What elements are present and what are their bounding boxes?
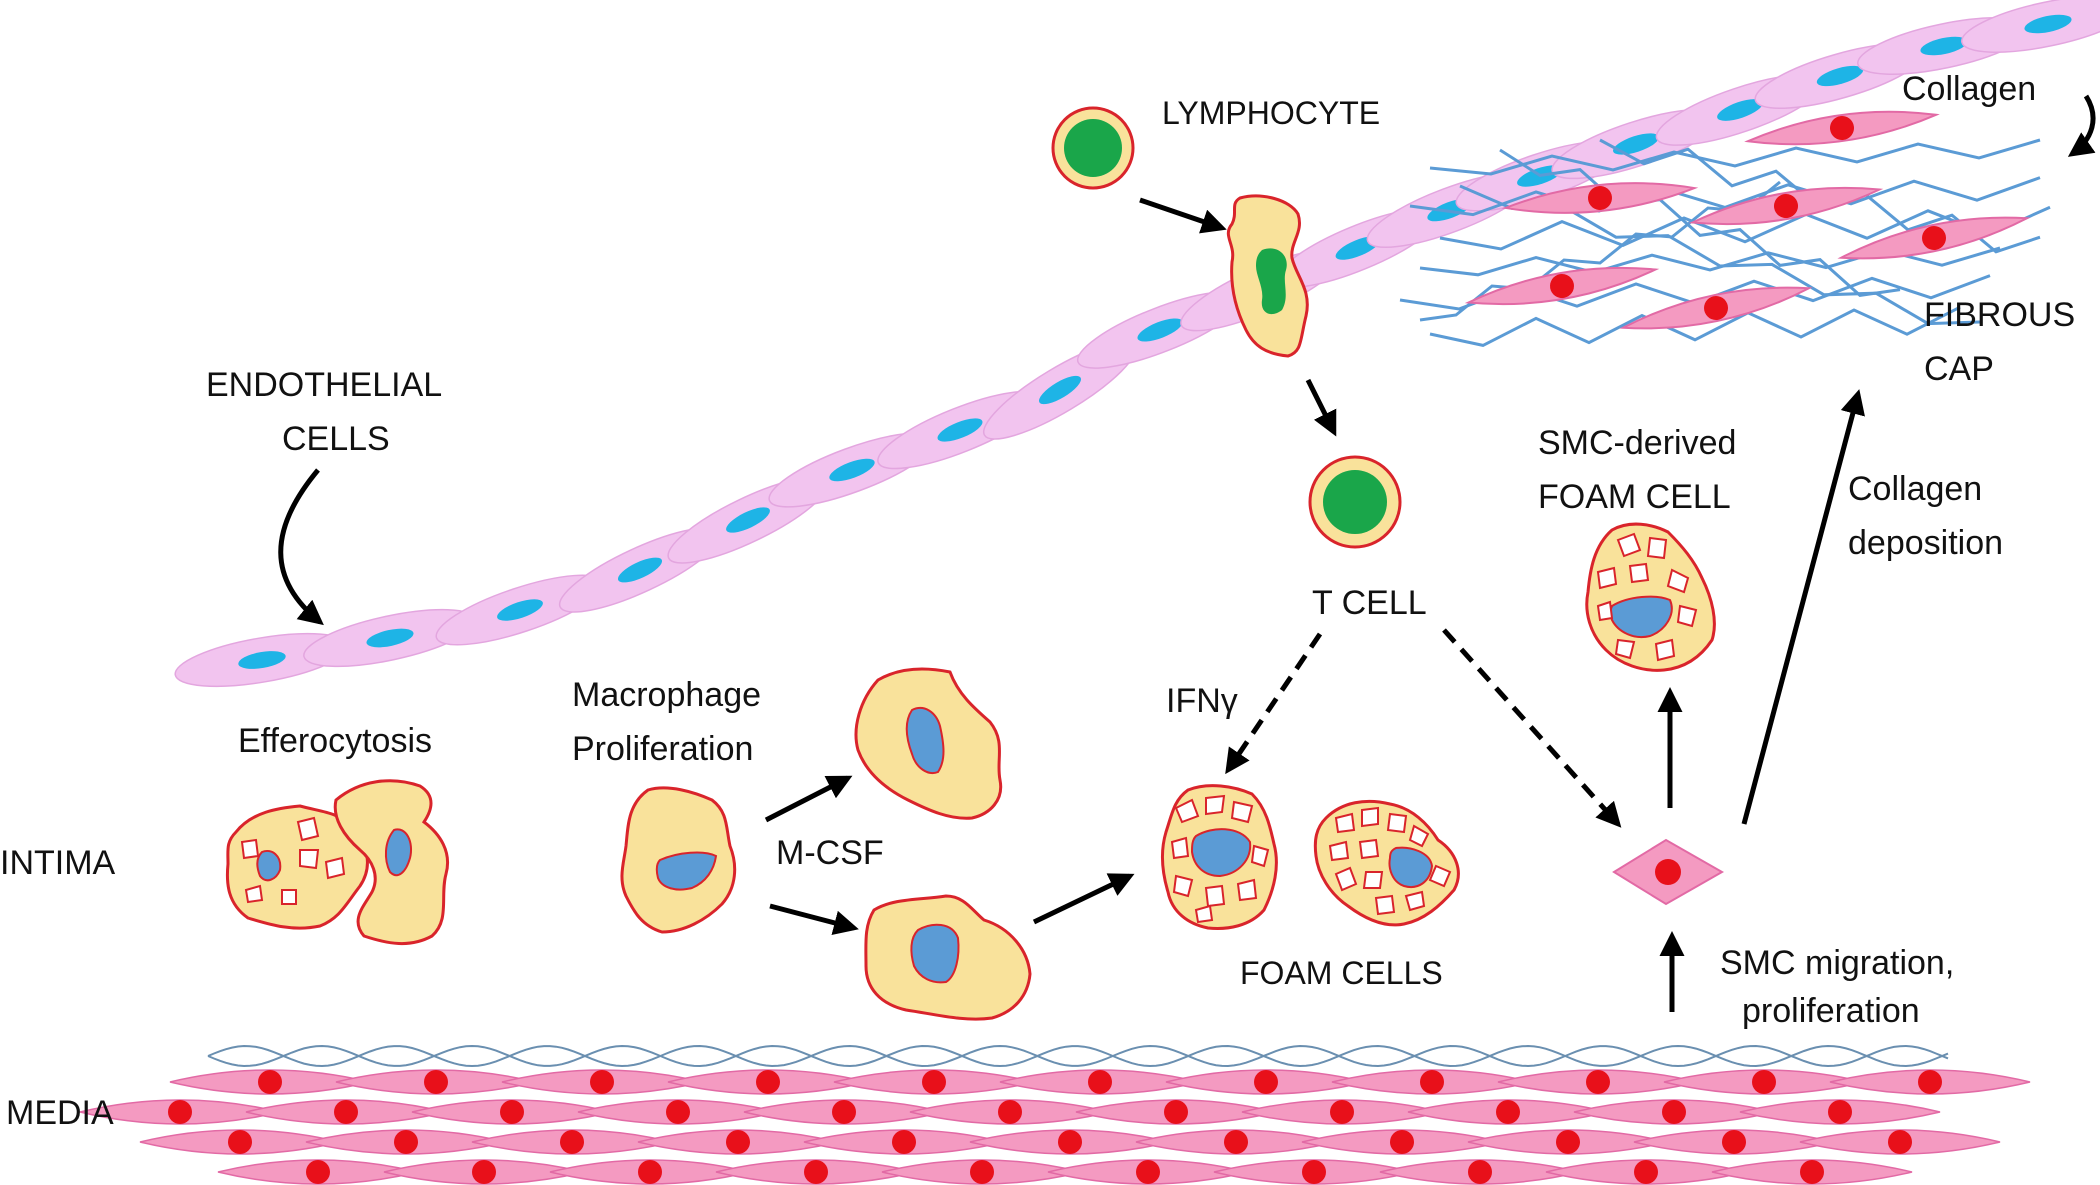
label-macrophage-line2: Proliferation: [572, 730, 753, 768]
label-smc-foam-line1: SMC-derived: [1538, 424, 1736, 462]
endothelial-cell: [1961, 0, 2100, 53]
collagen-fiber: [1409, 176, 2041, 217]
media-smc-cells: [79, 1069, 2031, 1185]
label-fibrous-cap-line2: CAP: [1924, 350, 1994, 388]
smc-cell: [1829, 1069, 2031, 1095]
labels: LYMPHOCYTE Collagen FIBROUS CAP ENDOTHEL…: [0, 70, 2075, 1132]
smc-cell: [833, 1069, 1035, 1095]
efferocytosis-cells: [225, 779, 449, 946]
smc-cell: [1464, 266, 1660, 306]
arrow-collagen-deposition: [1741, 389, 1865, 825]
endothelial-cell: [435, 574, 605, 646]
transmigrating-lymphocyte: [1226, 194, 1309, 358]
label-smc-migration-line2: proliferation: [1742, 992, 1920, 1030]
label-m-csf: M-CSF: [776, 834, 884, 872]
smc-cell: [1799, 1129, 2001, 1155]
smc-cell: [999, 1069, 1201, 1095]
arrow-collagen-curl: [2067, 94, 2096, 157]
smc-cell: [1047, 1159, 1249, 1185]
smc-derived-foam-cell: [1585, 522, 1716, 672]
arrow-mcsf-lower: [769, 903, 859, 936]
smc-cell: [217, 1159, 419, 1185]
label-foam-cells: FOAM CELLS: [1240, 955, 1443, 991]
t-cell: [1308, 455, 1402, 549]
smc-cell: [1501, 182, 1699, 214]
foam-cell-1: [1160, 784, 1278, 930]
arrow-lymphocyte-to-endothelium: [1139, 197, 1227, 234]
cap-smc-cells: [1464, 110, 2031, 330]
smc-cell: [1407, 1099, 1609, 1125]
collagen-fiber: [1439, 205, 2051, 251]
smc-cell: [637, 1129, 839, 1155]
label-lymphocyte: LYMPHOCYTE: [1162, 95, 1380, 131]
label-media: MEDIA: [6, 1094, 114, 1132]
label-efferocytosis: Efferocytosis: [238, 722, 432, 760]
arrow-mcsf-upper: [764, 775, 853, 823]
arrows: [278, 94, 2096, 1012]
arrow-transmigration-to-tcell: [1305, 378, 1337, 437]
smc-cell: [1663, 1069, 1865, 1095]
collagen-fiber: [1419, 180, 1781, 322]
smc-cell: [383, 1159, 585, 1185]
label-endothelial-line2: CELLS: [282, 420, 390, 458]
smc-cell: [803, 1129, 1005, 1155]
label-ifn-gamma: IFNγ: [1166, 682, 1238, 720]
macrophage-parent: [620, 786, 737, 934]
arrow-to-foam-cells: [1032, 873, 1135, 925]
lymphocyte-cell: [1051, 106, 1135, 190]
label-t-cell: T CELL: [1312, 584, 1427, 622]
collagen-fiber: [1499, 148, 1901, 297]
endothelial-cell: [174, 632, 350, 688]
smc-cell: [881, 1159, 1083, 1185]
smc-cell: [1688, 186, 1884, 226]
smc-cell: [335, 1069, 537, 1095]
smc-cell: [1213, 1159, 1415, 1185]
smc-cell: [245, 1099, 447, 1125]
smc-cell: [471, 1129, 673, 1155]
media-layer: [79, 1044, 2031, 1185]
smc-cell: [1837, 216, 2031, 260]
smc-cell: [1619, 286, 1813, 330]
label-intima: INTIMA: [0, 844, 116, 882]
label-fibrous-cap-line1: FIBROUS: [1924, 296, 2075, 334]
migrating-smc: [1612, 838, 1725, 906]
smc-cell: [501, 1069, 703, 1095]
smc-cell: [169, 1069, 371, 1095]
smc-cell: [715, 1159, 917, 1185]
foam-cell-2: [1313, 799, 1460, 927]
arrow-endothelial-label: [278, 468, 324, 626]
label-collagen-deposition-line1: Collagen: [1848, 470, 1982, 508]
label-smc-foam-line2: FOAM CELL: [1538, 478, 1731, 516]
collagen-fiber: [1429, 305, 1961, 347]
collagen-fiber: [1429, 138, 2041, 176]
macrophage-daughter-upper: [854, 667, 1003, 820]
smc-cell: [79, 1099, 281, 1125]
smc-cell: [1497, 1069, 1699, 1095]
macrophage-daughter-lower: [864, 894, 1032, 1021]
label-macrophage-line1: Macrophage: [572, 676, 761, 714]
endothelium: [174, 0, 2100, 688]
label-smc-migration-line1: SMC migration,: [1720, 944, 1954, 982]
label-collagen: Collagen: [1902, 70, 2036, 108]
smc-cell: [1739, 1099, 1941, 1125]
smc-cell: [1711, 1159, 1913, 1185]
smc-cell: [743, 1099, 945, 1125]
label-collagen-deposition-line2: deposition: [1848, 524, 2003, 562]
arrow-tcell-to-smc: [1442, 628, 1622, 828]
arrow-ifn-gamma: [1225, 632, 1323, 775]
smc-cell: [1744, 110, 1940, 146]
internal-elastic-lamina: [207, 1044, 1949, 1068]
label-endothelial-line1: ENDOTHELIAL: [206, 366, 442, 404]
fibrous-cap: [1399, 110, 2051, 347]
